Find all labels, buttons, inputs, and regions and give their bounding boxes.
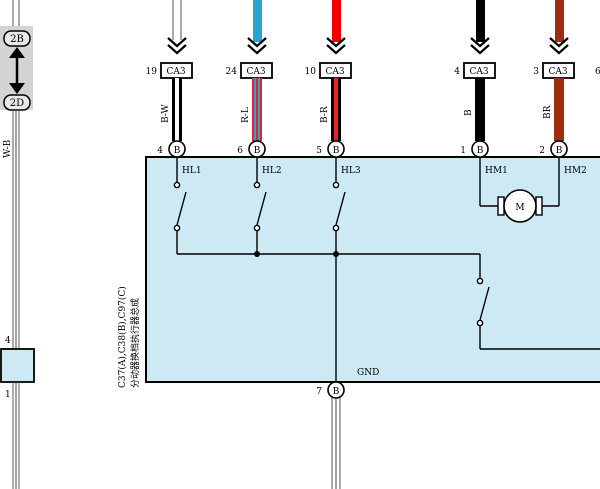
switch-2-contact-bottom: [253, 224, 261, 232]
wire-3-lower-stripe: [334, 78, 338, 141]
gnd-pin-number: 7: [316, 387, 322, 397]
connector-1-pin: 19: [146, 67, 158, 77]
wire-5-upper: [555, 0, 564, 42]
wire-1-lower-stripe: [175, 78, 179, 141]
node-label-hl3: HL3: [341, 166, 361, 176]
module-pin-1-letter: B: [174, 146, 181, 156]
module-pin-5-letter: B: [556, 146, 563, 156]
wire-4-arrow-icon: [470, 37, 490, 48]
left-connector-2d-label: 2D: [10, 98, 24, 109]
switch-1-blade: [176, 191, 187, 226]
connector-3-pin: 10: [305, 67, 317, 77]
motor-brush-right: [535, 196, 543, 216]
switch-4-contact-top: [476, 277, 484, 285]
gnd-pin-letter: B: [333, 387, 340, 397]
wire-5-color-label: BR: [543, 105, 553, 119]
wire-2-lower-stripe-b: [258, 78, 260, 141]
wire-2-color-label: R-L: [241, 107, 251, 123]
connector-5-pin: 3: [533, 67, 539, 77]
switch-3-contact-top: [332, 181, 340, 189]
wire-3-arrow-icon: [326, 37, 346, 48]
connector-3-label: CA3: [325, 67, 344, 77]
wire-3-arrow2-icon: [326, 44, 346, 55]
module-pin-4-number: 1: [460, 146, 466, 156]
connector-4-label: CA3: [469, 67, 488, 77]
wire-2-arrow-icon: [247, 37, 267, 48]
connector-4-pin: 4: [454, 67, 460, 77]
left-connector-pin-top: 4: [5, 336, 11, 346]
switch-3-contact-bottom: [332, 224, 340, 232]
junction-dot-1: [254, 251, 260, 257]
motor-label: M: [515, 203, 524, 213]
node-label-hm2: HM2: [564, 166, 587, 176]
left-connector-2b-label: 2B: [10, 34, 24, 45]
motor-body: [503, 189, 537, 223]
left-connector-box: [0, 348, 35, 383]
junction-dot-2: [333, 251, 339, 257]
wire-4-arrow2-icon: [470, 44, 490, 55]
wire-5-arrow2-icon: [549, 44, 569, 55]
switch-2-blade: [256, 191, 267, 226]
switch-1-contact-top: [173, 181, 181, 189]
wire-3-color-label: B-R: [320, 106, 330, 123]
motor-brush-left: [497, 196, 505, 216]
left-connector-arrow-down-icon: [9, 83, 25, 94]
wire-4-color-label: B: [464, 109, 474, 116]
node-label-hl2: HL2: [262, 166, 282, 176]
module-pin-3-letter: B: [333, 146, 340, 156]
actuator-module-box: [145, 156, 600, 383]
motor-icon: [497, 189, 543, 223]
wire-1-arrow-icon: [167, 37, 187, 48]
module-caption-line1: C37(A),C38(B),C97(C): [117, 286, 128, 388]
edge-pin-fragment: 6: [595, 67, 600, 77]
internal-circuit: [173, 157, 600, 382]
left-connector-arrow-up-icon: [9, 47, 25, 58]
wire-5-lower: [554, 78, 564, 141]
connector-2-pin: 24: [226, 67, 238, 77]
gnd-label: GND: [357, 368, 379, 378]
switch-2-contact-top: [253, 181, 261, 189]
wire-1-arrow2-icon: [167, 44, 187, 55]
wire-2-lower-stripe-a: [254, 78, 256, 141]
module-top-pins: [168, 140, 568, 158]
left-connector-2d-badge: [3, 94, 31, 111]
module-pin-2-number: 6: [237, 146, 243, 156]
switch-4-blade: [479, 286, 490, 321]
left-connector-2b-badge: [3, 30, 31, 47]
wire-5-arrow-icon: [549, 37, 569, 48]
wire-1-color-label: B-W: [161, 104, 171, 123]
module-pin-4-letter: B: [477, 146, 484, 156]
wire-4-upper: [476, 0, 485, 42]
connector-2-label: CA3: [246, 67, 265, 77]
module-pin-1-number: 4: [157, 146, 163, 156]
module-pin-5-number: 2: [539, 146, 545, 156]
wire-4-lower: [475, 78, 485, 141]
switch-1-contact-bottom: [173, 224, 181, 232]
left-connector-pin-bottom: 1: [5, 390, 11, 400]
connector-5-label: CA3: [548, 67, 567, 77]
module-pin-2-letter: B: [254, 146, 261, 156]
switch-4-contact-bottom: [476, 319, 484, 327]
switch-3-blade: [335, 191, 346, 226]
wire-2-lower: [252, 78, 262, 141]
connector-1-label: CA3: [166, 67, 185, 77]
wire-2-upper: [253, 0, 262, 42]
wire-2-arrow2-icon: [247, 44, 267, 55]
input-connectors: [160, 62, 575, 79]
module-caption-line2: 分动器换档执行器总成: [129, 298, 141, 388]
wire-arrows: [167, 37, 569, 55]
module-pin-3-number: 5: [316, 146, 322, 156]
node-label-hm1: HM1: [485, 166, 508, 176]
left-wire-color-label: W-B: [3, 139, 13, 158]
node-label-hl1: HL1: [182, 166, 202, 176]
wire-3-upper: [332, 0, 341, 42]
